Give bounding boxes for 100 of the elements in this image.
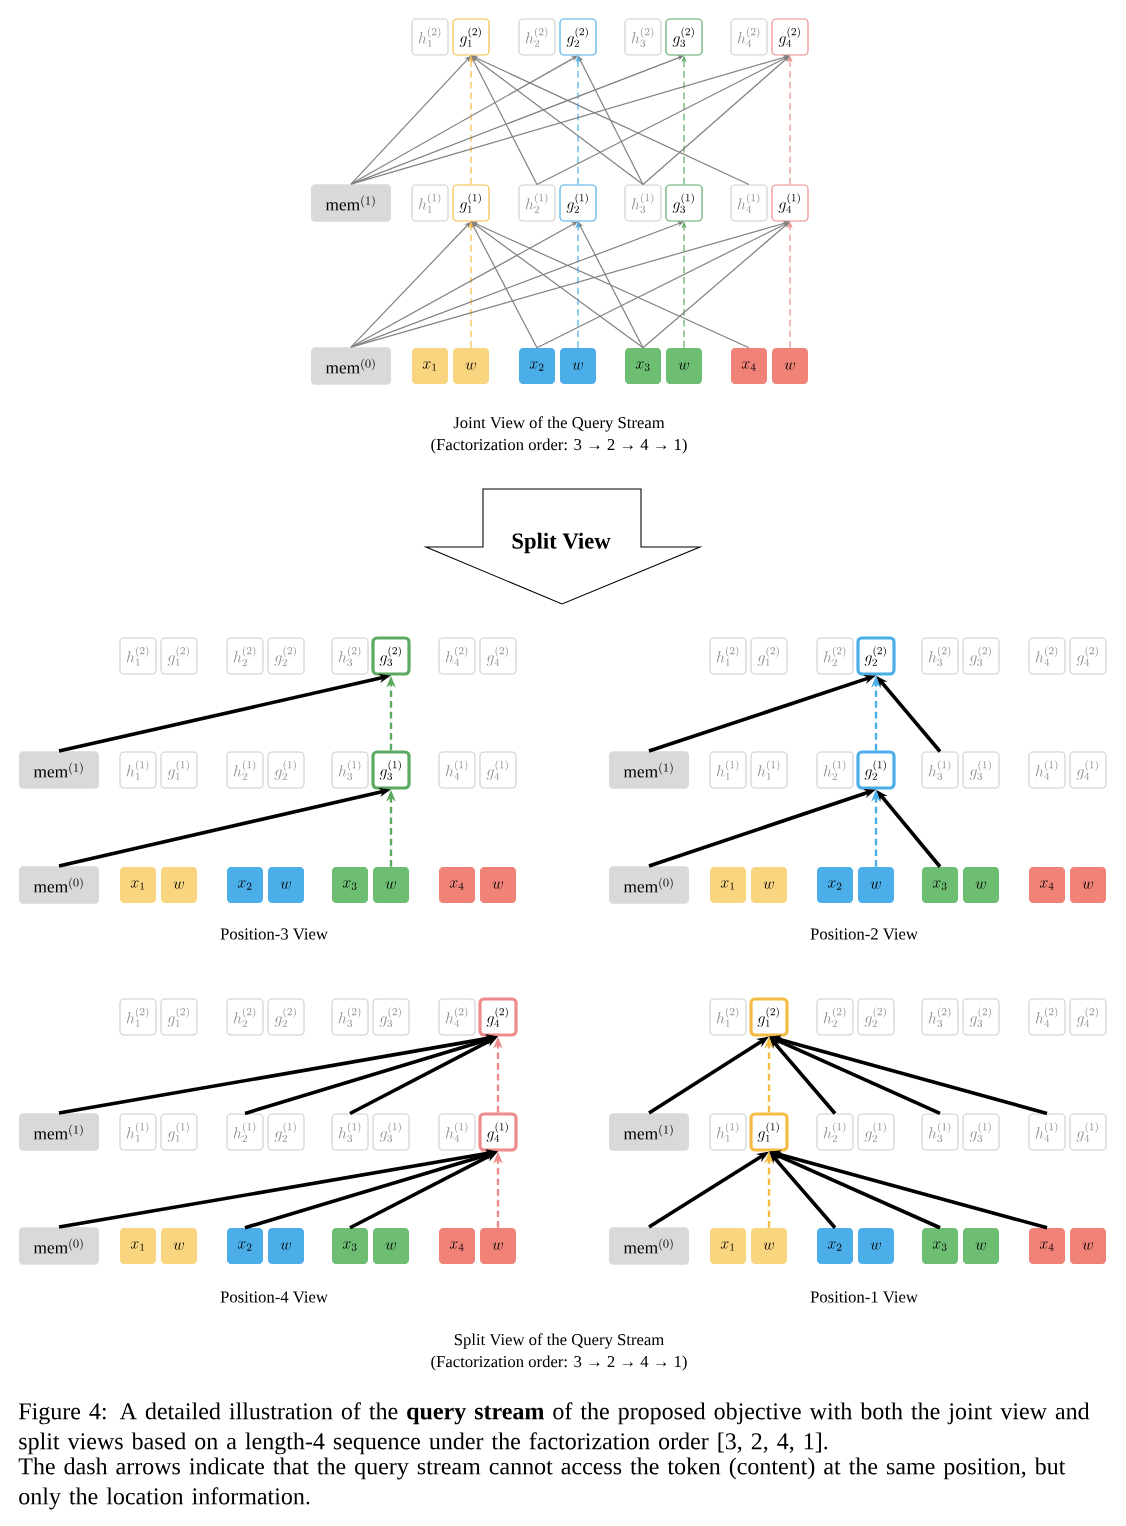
- token-box: $x_3$: [332, 1228, 368, 1264]
- memory-box: $\mathrm{mem}^{(1)}$: [609, 1113, 689, 1151]
- caption-text: The dash arrows indicate that the query stream cannot access the token (content) at the same position, but only the location information.: [18, 1457, 1066, 1510]
- token-box: $x_3$: [332, 867, 368, 903]
- subcaption: (Factorization order: 3 → 2 → 4 → 1): [431, 1355, 687, 1371]
- state-box: $h_1^{(1)}$: [709, 751, 747, 789]
- state-box: $h_3^{(1)}$: [921, 751, 959, 789]
- figure-caption: Figure 4: A detailed illustration of the query stream of the proposed objective with both the joint view and split views based on a length-4 sequence under the factorization order [3, 2, 4, 1].: [18, 1402, 1090, 1455]
- state-box: $g_3^{(2)}$: [665, 18, 703, 56]
- state-box: $g_2^{(2)}$: [559, 18, 597, 56]
- arrow: [350, 220, 790, 348]
- arrow: [471, 55, 644, 186]
- state-box: $h_3^{(2)}$: [921, 998, 959, 1036]
- state-box: $g_3^{(1)}$: [962, 751, 1000, 789]
- state-box: $g_4^{(2)}$: [1069, 998, 1107, 1036]
- token-box: $w$: [268, 867, 304, 903]
- token-box: $w$: [480, 867, 516, 903]
- arrow: [350, 55, 578, 185]
- state-box: $g_2^{(1)}$: [559, 184, 597, 222]
- state-box: $g_2^{(1)}$: [267, 751, 305, 789]
- arrow: [350, 54, 790, 185]
- token-box: $x_3$: [922, 1228, 958, 1264]
- state-box: $h_4^{(1)}$: [1028, 1113, 1066, 1151]
- state-box: $h_4^{(2)}$: [438, 998, 476, 1036]
- state-box: $h_1^{(2)}$: [119, 637, 157, 675]
- state-box: $g_1^{(2)}$: [452, 18, 490, 56]
- memory-box: $\mathrm{mem}^{(0)}$: [609, 1227, 689, 1265]
- state-box: $g_2^{(1)}$: [857, 1113, 895, 1151]
- state-box: $h_4^{(1)}$: [438, 1113, 476, 1151]
- panel-title: Position-1 View: [810, 1291, 918, 1303]
- state-box: $g_3^{(1)}$: [665, 184, 703, 222]
- state-box: $h_2^{(2)}$: [816, 637, 854, 675]
- token-box: $w$: [560, 348, 596, 384]
- token-box: $w$: [858, 867, 894, 903]
- memory-box: $\mathrm{mem}^{(0)}$: [19, 866, 99, 904]
- token-box: $w$: [161, 867, 197, 903]
- token-box: $x_4$: [731, 348, 767, 384]
- arrow: [471, 221, 750, 349]
- memory-box: $\mathrm{mem}^{(1)}$: [311, 184, 391, 222]
- state-box: $h_2^{(1)}$: [226, 1113, 264, 1151]
- token-box: $w$: [453, 348, 489, 384]
- subcaption: Split View of the Query Stream: [454, 1333, 664, 1349]
- panel-title: Position-2 View: [810, 928, 918, 940]
- token-box: $w$: [772, 348, 808, 384]
- token-box: $x_2$: [227, 867, 263, 903]
- state-box: $g_1^{(1)}$: [749, 1112, 789, 1152]
- arrow: [471, 55, 750, 186]
- token-box: $w$: [666, 348, 702, 384]
- state-box: $g_1^{(2)}$: [749, 997, 789, 1037]
- token-box: $x_2$: [519, 348, 555, 384]
- token-box: $w$: [1070, 867, 1106, 903]
- state-box: $h_3^{(2)}$: [331, 998, 369, 1036]
- state-box: $h_3^{(1)}$: [921, 1113, 959, 1151]
- state-box: $g_1^{(2)}$: [160, 637, 198, 675]
- token-box: $x_1$: [710, 867, 746, 903]
- state-box: $h_1^{(1)}$: [411, 184, 449, 222]
- arrow: [471, 221, 644, 349]
- state-box: $g_3^{(2)}$: [962, 637, 1000, 675]
- state-box: $h_3^{(1)}$: [331, 1113, 369, 1151]
- state-box: $g_1^{(1)}$: [160, 1113, 198, 1151]
- state-box: $h_4^{(2)}$: [1028, 998, 1066, 1036]
- state-box: $h_3^{(1)}$: [331, 751, 369, 789]
- token-box: $w$: [373, 1228, 409, 1264]
- state-box: $g_4^{(1)}$: [1069, 1113, 1107, 1151]
- state-box: $h_1^{(2)}$: [709, 998, 747, 1036]
- state-box: $g_2^{(2)}$: [267, 998, 305, 1036]
- state-box: $g_4^{(1)}$: [479, 751, 517, 789]
- token-box: $x_1$: [710, 1228, 746, 1264]
- state-box: $g_2^{(1)}$: [267, 1113, 305, 1151]
- state-box: $g_1^{(1)}$: [160, 751, 198, 789]
- state-box: $h_3^{(1)}$: [624, 184, 662, 222]
- token-box: $x_2$: [817, 867, 853, 903]
- memory-box: $\mathrm{mem}^{(0)}$: [19, 1227, 99, 1265]
- arrow: [536, 55, 790, 186]
- state-box: $h_1^{(1)}$: [119, 751, 157, 789]
- token-box: $x_4$: [1029, 1228, 1065, 1264]
- token-box: $x_4$: [439, 867, 475, 903]
- memory-box: $\mathrm{mem}^{(1)}$: [19, 751, 99, 789]
- subcaption: (Factorization order: 3 → 2 → 4 → 1): [431, 438, 687, 454]
- state-box: $h_2^{(1)}$: [226, 751, 264, 789]
- state-box: $g_4^{(2)}$: [479, 637, 517, 675]
- token-box: $x_2$: [227, 1228, 263, 1264]
- state-box: $g_1^{(2)}$: [160, 998, 198, 1036]
- state-box: $h_3^{(2)}$: [624, 18, 662, 56]
- token-box: $x_1$: [120, 867, 156, 903]
- panel-title: Position-3 View: [220, 928, 328, 940]
- token-box: $x_3$: [625, 348, 661, 384]
- state-box: $g_3^{(2)}$: [371, 636, 411, 676]
- state-box: $g_4^{(1)}$: [1069, 751, 1107, 789]
- state-box: $h_4^{(1)}$: [730, 184, 768, 222]
- token-box: $w$: [963, 867, 999, 903]
- token-box: $w$: [373, 867, 409, 903]
- state-box: $h_3^{(2)}$: [331, 637, 369, 675]
- state-box: $h_2^{(2)}$: [816, 998, 854, 1036]
- state-box: $h_2^{(2)}$: [226, 998, 264, 1036]
- memory-box: $\mathrm{mem}^{(1)}$: [19, 1113, 99, 1151]
- memory-box: $\mathrm{mem}^{(0)}$: [609, 866, 689, 904]
- token-box: $x_3$: [922, 867, 958, 903]
- state-box: $g_4^{(1)}$: [771, 184, 809, 222]
- state-box: $h_1^{(2)}$: [709, 637, 747, 675]
